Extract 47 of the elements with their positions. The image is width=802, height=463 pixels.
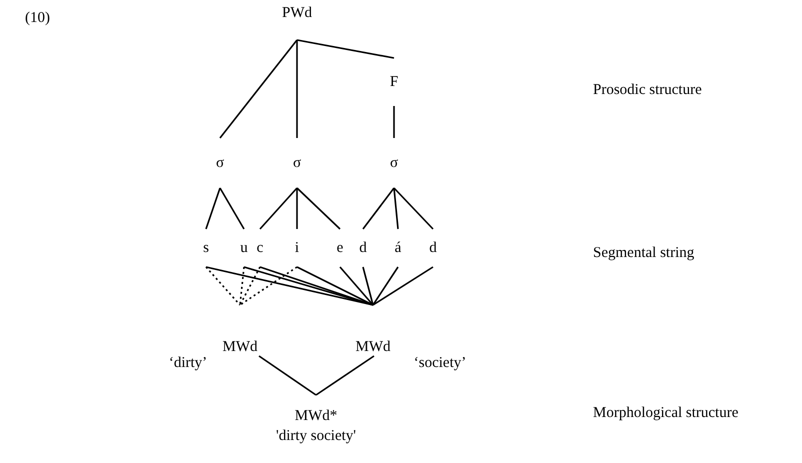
- dotted-association-line: [239, 266, 245, 306]
- association-line: [316, 355, 374, 396]
- gloss: ‘society’: [414, 354, 466, 372]
- association-line: [205, 188, 221, 230]
- association-line: [362, 266, 374, 306]
- level-label: Prosodic structure: [593, 81, 702, 99]
- tree-node-label: u: [240, 239, 248, 257]
- association-line: [259, 187, 298, 230]
- gloss: 'dirty society': [276, 427, 356, 445]
- association-line: [372, 266, 434, 306]
- level-label: Morphological structure: [593, 404, 738, 422]
- tree-node-label: σ: [216, 154, 224, 172]
- association-line: [339, 266, 374, 306]
- tree-node-label: F: [390, 73, 398, 91]
- tree-node-label: e: [336, 239, 344, 257]
- tree-node-label: á: [394, 239, 402, 257]
- association-line: [258, 355, 316, 396]
- tree-node-label: σ: [292, 154, 302, 172]
- association-line: [393, 187, 434, 230]
- tree-node-label: MWd*: [294, 407, 338, 425]
- association-line: [296, 39, 394, 59]
- gloss: ‘dirty’: [168, 354, 208, 372]
- association-line: [219, 188, 245, 230]
- tree-node-label: s: [203, 239, 209, 257]
- association-line: [362, 188, 395, 230]
- dotted-association-line: [239, 266, 261, 306]
- dotted-association-line: [205, 266, 241, 306]
- association-line: [296, 40, 298, 138]
- tree-node-label: d: [429, 239, 437, 257]
- association-line: [372, 266, 399, 306]
- tree-node-label: MWd: [356, 338, 390, 356]
- tree-node-label: c: [256, 239, 264, 257]
- tree-node-label: i: [294, 239, 300, 257]
- association-line: [296, 187, 341, 230]
- tree-node-label: MWd: [222, 338, 258, 356]
- association-line: [219, 40, 298, 138]
- tree-node-label: σ: [390, 154, 398, 172]
- example-number: (10): [25, 9, 50, 27]
- association-line: [296, 188, 298, 229]
- tree-node-label: PWd: [282, 4, 312, 22]
- tree-node-label: d: [359, 239, 367, 257]
- association-line: [206, 266, 374, 306]
- level-label: Segmental string: [593, 244, 694, 262]
- association-line: [393, 106, 395, 138]
- dotted-association-line: [240, 266, 298, 306]
- association-line: [393, 188, 399, 230]
- association-line: [296, 266, 374, 306]
